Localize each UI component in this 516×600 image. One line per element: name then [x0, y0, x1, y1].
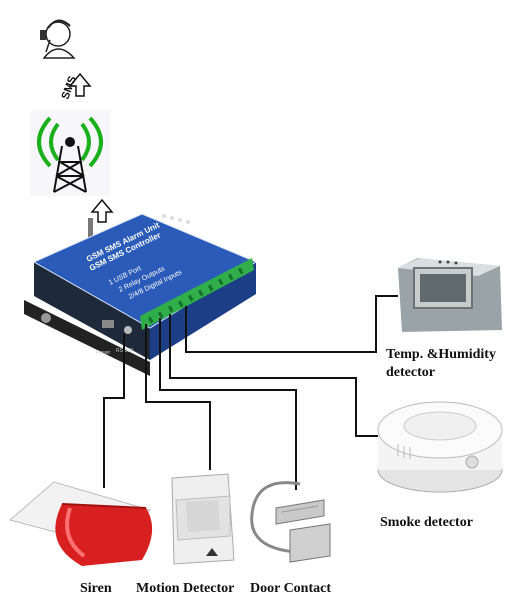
gsm-controller-unit: GSM SMS Alarm Unit GSM SMS Controller 1 … [24, 213, 258, 376]
door-contact-label: Door Contact [250, 581, 331, 596]
wire-door [159, 318, 297, 490]
motion-detector-label: Motion Detector [136, 581, 234, 596]
temp-humidity-detector-icon [398, 258, 502, 332]
siren-label: Siren [80, 581, 112, 596]
sms-uplink-arrow: SMS [60, 72, 92, 101]
smoke-detector-label: Smoke detector [380, 515, 473, 530]
smoke-detector-icon [377, 401, 503, 493]
temp-humidity-label-line1: Temp. &Humidity [386, 347, 496, 362]
controller-port-label-1: Power [96, 350, 111, 356]
wire-temp-humidity [185, 295, 398, 353]
wire-smoke [169, 314, 386, 437]
antenna [88, 218, 93, 240]
siren-icon [8, 481, 153, 566]
motion-detector-icon [171, 473, 235, 565]
door-contact-icon [250, 481, 331, 563]
temp-humidity-label-line2: detector [386, 365, 435, 380]
uplink-arrow [90, 198, 114, 223]
cell-tower-icon [30, 110, 110, 196]
wire-motion [145, 324, 211, 470]
wiring [103, 295, 398, 490]
wire-siren [103, 334, 125, 488]
person-on-phone-icon [40, 19, 76, 59]
